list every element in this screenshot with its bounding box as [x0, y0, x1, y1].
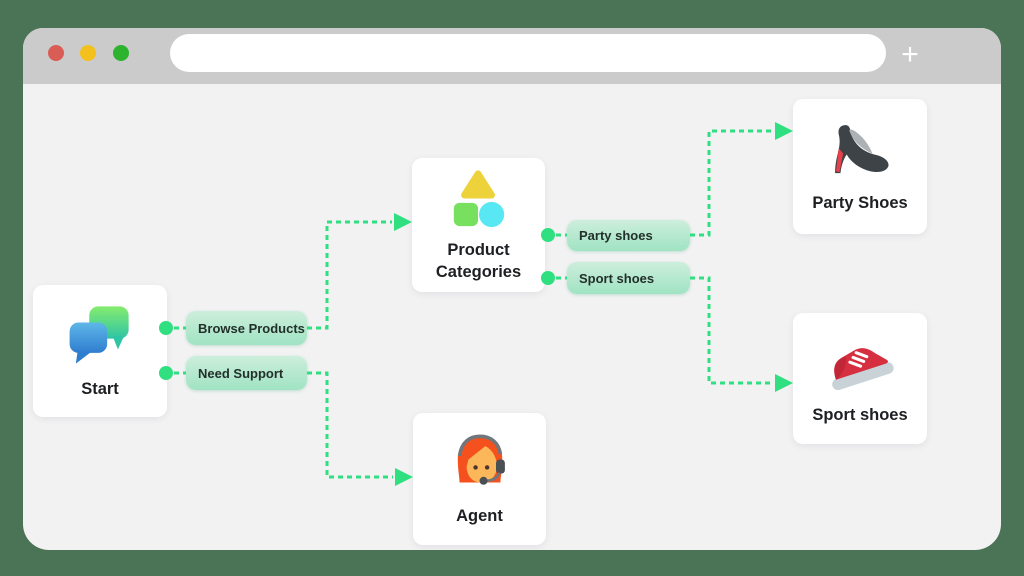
arrowhead-product [394, 213, 412, 231]
new-tab-button[interactable]: + [901, 38, 919, 71]
edge-label-party-shoes[interactable]: Party shoes [567, 220, 690, 251]
node-product-categories[interactable]: Product Categories [412, 158, 545, 292]
connector-support-to-agent [307, 371, 393, 479]
edge-label-sport-shoes[interactable]: Sport shoes [567, 262, 690, 294]
node-label: Start [81, 379, 119, 398]
edge-label-need-support[interactable]: Need Support [186, 356, 307, 390]
connector-browse-to-product [307, 220, 392, 330]
node-party-shoes[interactable]: Party Shoes [793, 99, 927, 234]
browser-window: + [23, 28, 1001, 550]
close-window-icon[interactable] [48, 45, 64, 61]
node-label: Party Shoes [812, 194, 908, 213]
node-start[interactable]: Start [33, 285, 167, 417]
sneaker-icon [832, 348, 894, 391]
shapes-icon [453, 170, 504, 227]
edge-label-browse-products[interactable]: Browse Products [186, 311, 307, 345]
arrowhead-sport [775, 374, 793, 392]
minimize-window-icon[interactable] [80, 45, 96, 61]
node-agent[interactable]: Agent [413, 413, 546, 545]
connector-party-to-node [690, 129, 773, 237]
support-agent-icon [457, 434, 505, 485]
url-bar-input[interactable] [170, 34, 886, 72]
high-heel-icon [835, 125, 889, 174]
node-label: Sport shoes [812, 406, 908, 425]
node-label: Product Categories [435, 240, 522, 281]
browser-chrome-bar: + [23, 28, 1001, 84]
chat-bubbles-icon [69, 306, 129, 364]
maximize-window-icon[interactable] [113, 45, 129, 61]
arrowhead-agent [395, 468, 413, 486]
node-label: Agent [456, 506, 503, 525]
connector-sport-to-node [690, 276, 773, 385]
arrowhead-party [775, 122, 793, 140]
node-sport-shoes[interactable]: Sport shoes [793, 313, 927, 444]
flow-canvas: Start Product Categories Party Shoes [23, 28, 1001, 550]
